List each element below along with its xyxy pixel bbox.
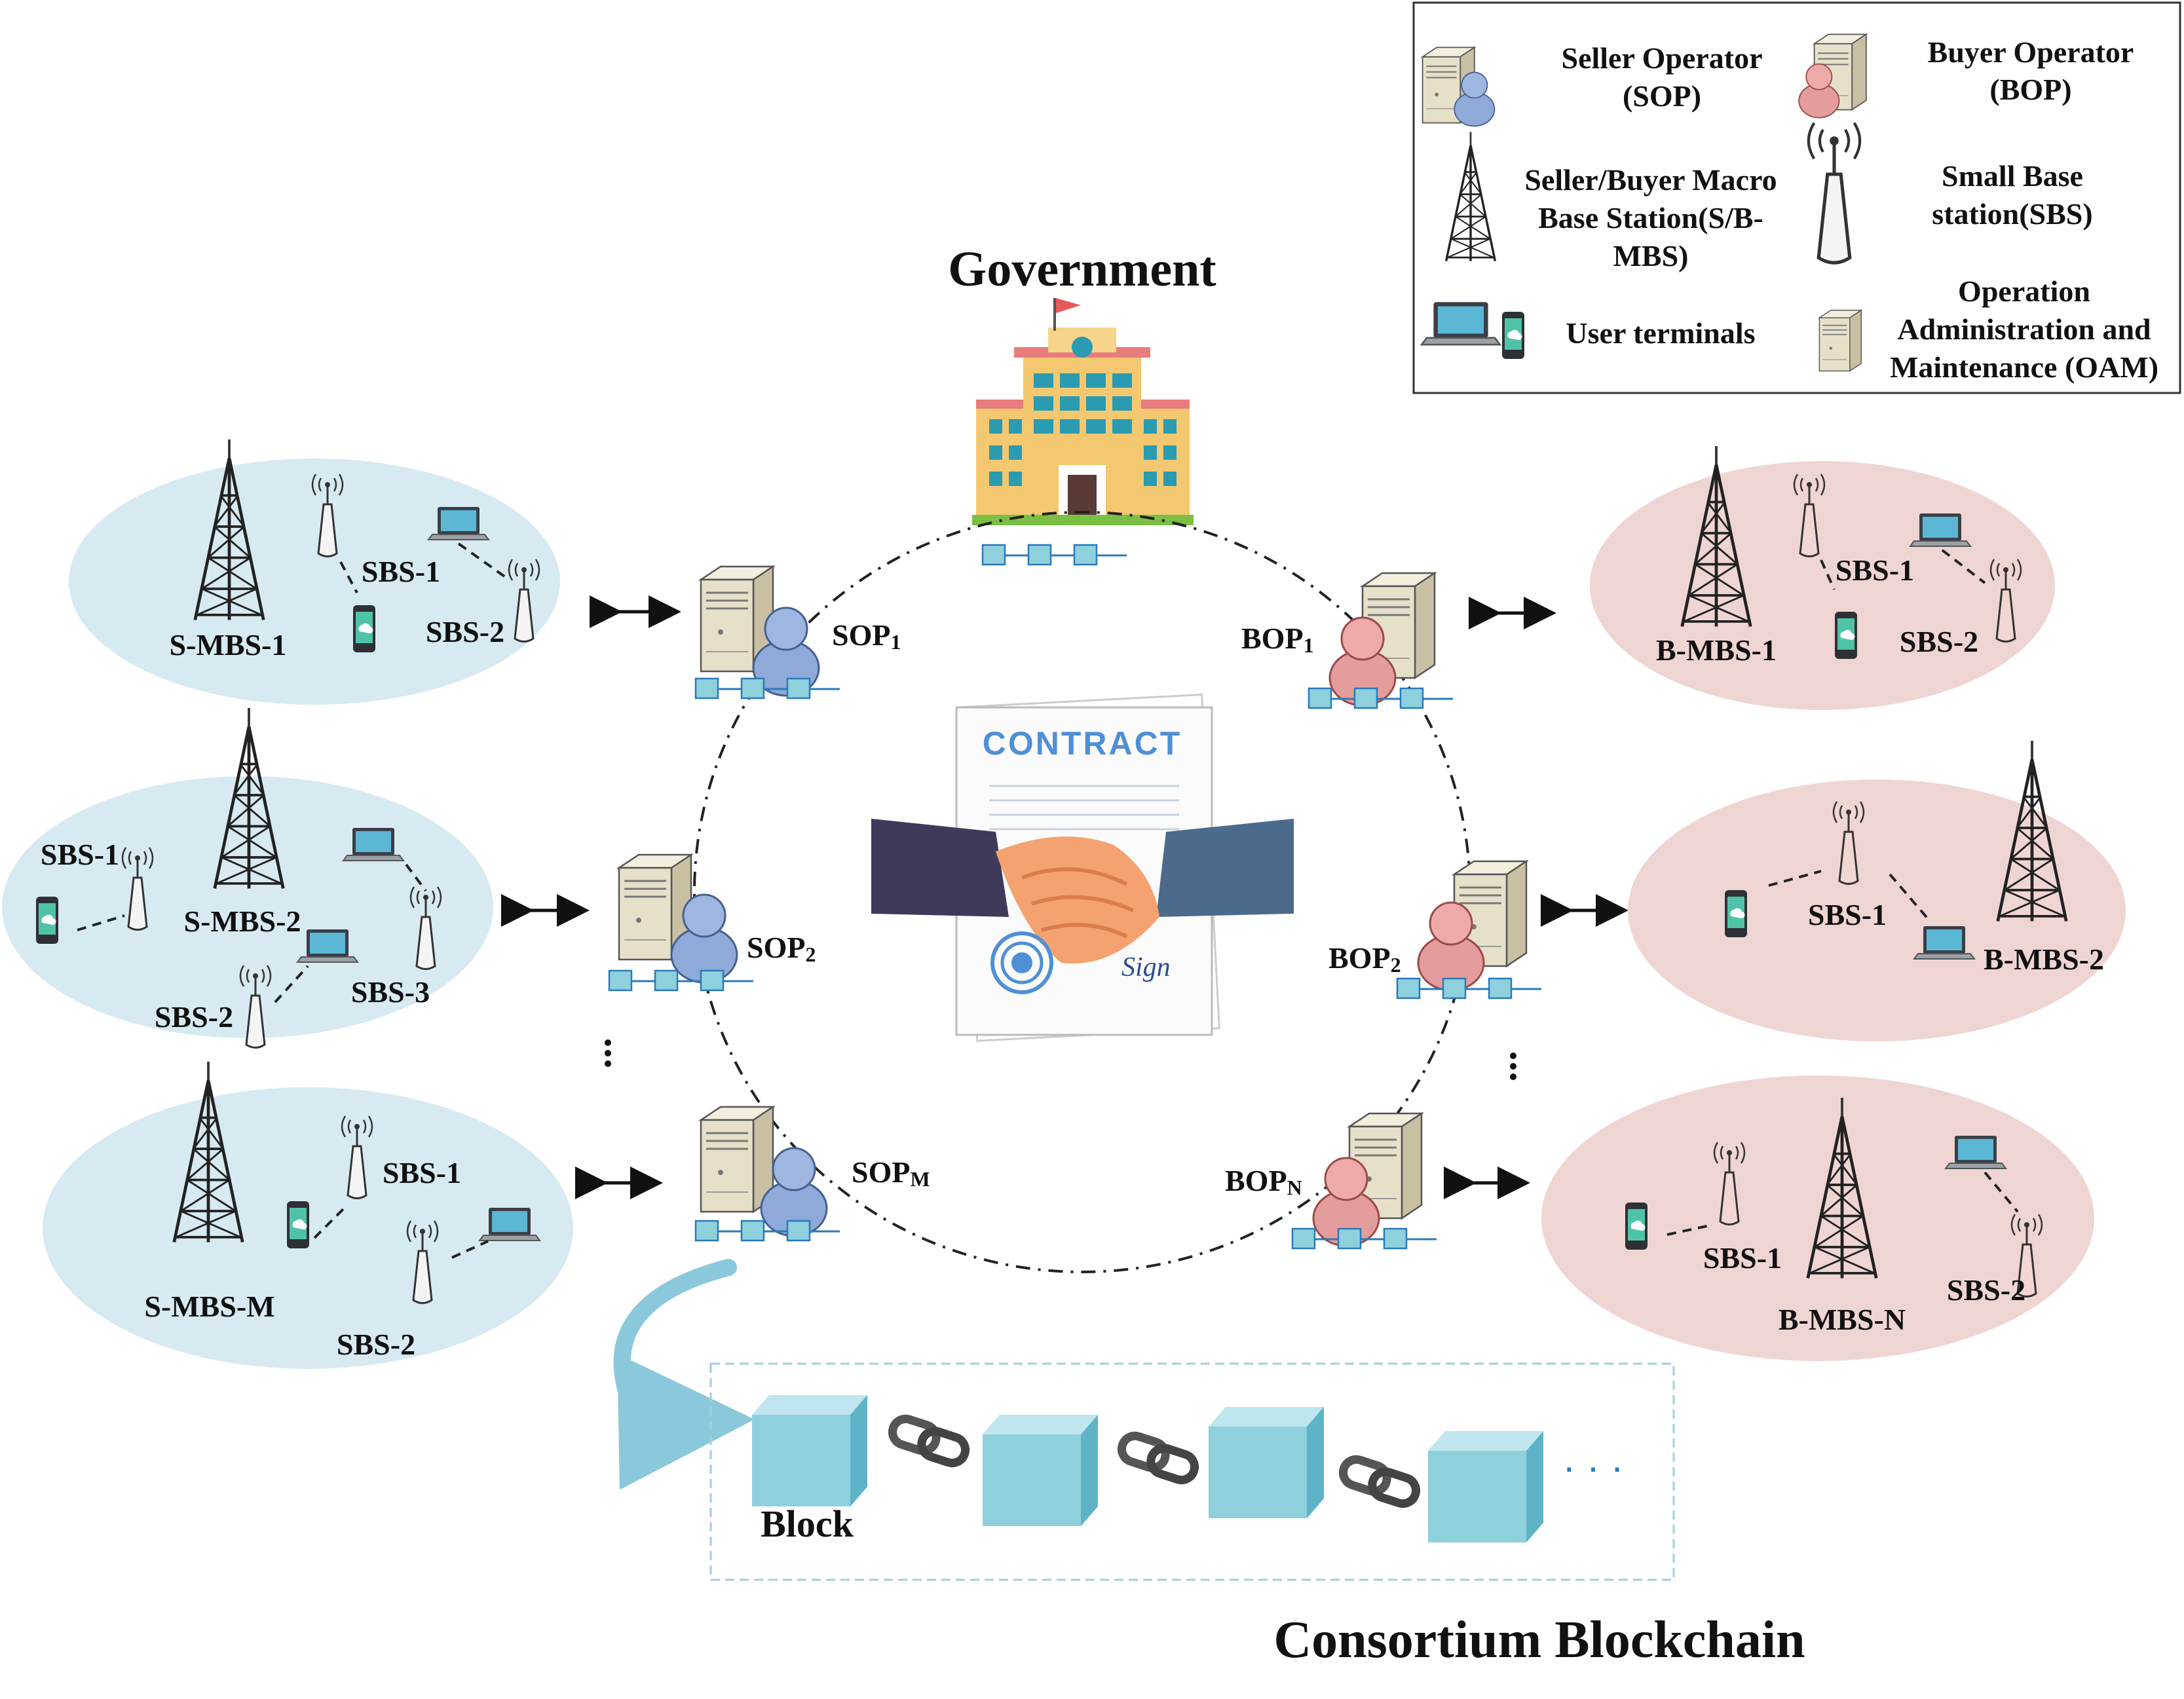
bopn-label: BOP <box>1225 1164 1287 1197</box>
link-2-icon <box>1118 1432 1197 1484</box>
bop1-label: BOP <box>1241 622 1304 655</box>
legend-oam-line1: Operation <box>1958 274 2090 308</box>
block-4 <box>1428 1431 1543 1542</box>
legend: Seller Operator (SOP) Buyer Operator (BO… <box>1412 1 2181 394</box>
cluster-b2: B-MBS-2 SBS-1 <box>1628 741 2126 1041</box>
b2-sbs1: SBS-1 <box>1808 898 1887 931</box>
bn-sbs2: SBS-2 <box>1947 1273 2025 1307</box>
cluster-s2: S-MBS-2 SBS-1 SBS-2 SBS-3 <box>2 708 493 1049</box>
double-arrows <box>501 595 1629 1199</box>
ellipsis-right-icon <box>1510 1053 1516 1080</box>
s1-sbs2: SBS-2 <box>426 615 504 648</box>
svg-text:BOP2: BOP2 <box>1328 941 1401 977</box>
consortium-title: Consortium Blockchain <box>1273 1611 1805 1669</box>
contract-heading: CONTRACT <box>983 725 1182 762</box>
curved-arrow-icon <box>613 1259 755 1490</box>
sopm-sub: M <box>910 1167 930 1191</box>
link-3-icon <box>1340 1456 1419 1507</box>
bop1-node: BOP1 <box>1241 572 1454 709</box>
legend-bop-line1: Buyer Operator <box>1928 35 2134 69</box>
chain-ellipsis: · · · <box>1562 1445 1623 1489</box>
bop2-sub: 2 <box>1391 953 1401 977</box>
government-chain <box>981 544 1128 566</box>
sm-sbs2: SBS-2 <box>337 1328 415 1361</box>
legend-phone-icon <box>1502 312 1524 359</box>
blockchain-box: · · · Block <box>709 1362 1675 1581</box>
svg-text:SOP2: SOP2 <box>747 931 816 966</box>
bn-sbs1: SBS-1 <box>1703 1241 1782 1275</box>
bn-mbs: B-MBS-N <box>1779 1303 1906 1336</box>
sop2-label: SOP <box>747 931 805 964</box>
svg-text:SOP1: SOP1 <box>832 618 901 654</box>
s2-sbs3: SBS-3 <box>351 975 430 1009</box>
sm-sbs1: SBS-1 <box>383 1156 461 1189</box>
s2-sbs1: SBS-1 <box>41 838 119 871</box>
legend-oam-line3: Maintenance (OAM) <box>1890 350 2158 384</box>
ellipsis-left-icon <box>605 1039 611 1067</box>
block-label: Block <box>761 1503 854 1545</box>
svg-text:BOPN: BOPN <box>1225 1164 1302 1199</box>
government-building-icon <box>972 298 1194 525</box>
b2-mbs: B-MBS-2 <box>1984 943 2104 976</box>
legend-mbs-line1: Seller/Buyer Macro <box>1524 163 1777 196</box>
block-1 <box>752 1395 867 1506</box>
cluster-b1: B-MBS-1 SBS-1 SBS-2 <box>1590 446 2055 710</box>
legend-sop-line2: (SOP) <box>1623 79 1701 113</box>
legend-mbs-line3: MBS) <box>1613 239 1689 272</box>
b1-mbs: B-MBS-1 <box>1656 633 1777 667</box>
legend-oam-line2: Administration and <box>1897 312 2151 346</box>
sop2-sub: 2 <box>805 943 816 966</box>
sm-mbs: S-MBS-M <box>144 1290 274 1323</box>
bop2-node: BOP2 <box>1328 860 1543 999</box>
legend-bop-line2: (BOP) <box>1989 73 2071 106</box>
contract-sign: Sign <box>1121 952 1171 982</box>
cluster-bn: B-MBS-N SBS-1 SBS-2 <box>1541 1075 2094 1361</box>
s2-sbs2: SBS-2 <box>155 1000 233 1034</box>
government-title: Government <box>948 242 1216 297</box>
sop1-node: SOP1 <box>694 565 901 700</box>
sop2-node: SOP2 <box>608 853 816 992</box>
b1-sbs1: SBS-1 <box>1836 553 1914 587</box>
contract-handshake-icon: CONTRACT Sign <box>871 693 1294 1042</box>
bop2-label: BOP <box>1328 941 1391 975</box>
sopm-node: SOPM <box>694 1106 930 1242</box>
svg-text:SOPM: SOPM <box>852 1155 930 1191</box>
s1-mbs: S-MBS-1 <box>170 628 287 662</box>
legend-mbs-line2: Base Station(S/B- <box>1538 201 1763 234</box>
cluster-s1: S-MBS-1 SBS-1 SBS-2 <box>69 439 560 705</box>
legend-sbs-line2: station(SBS) <box>1932 197 2092 231</box>
legend-sbs-line1: Small Base <box>1942 159 2083 193</box>
sop1-label: SOP <box>832 618 890 652</box>
block-2 <box>983 1415 1098 1526</box>
bopn-sub: N <box>1287 1176 1302 1199</box>
cluster-sm: S-MBS-M SBS-1 SBS-2 <box>43 1062 573 1369</box>
sop1-sub: 1 <box>890 630 901 654</box>
link-1-icon <box>889 1415 968 1466</box>
bop1-sub: 1 <box>1304 633 1314 657</box>
sopm-label: SOP <box>852 1155 910 1189</box>
b1-sbs2: SBS-2 <box>1900 625 1978 658</box>
bopn-node: BOPN <box>1225 1112 1438 1250</box>
svg-text:BOP1: BOP1 <box>1241 622 1314 657</box>
s2-mbs: S-MBS-2 <box>184 905 301 938</box>
s1-sbs1: SBS-1 <box>362 555 440 588</box>
legend-ut: User terminals <box>1566 316 1755 350</box>
legend-sop-line1: Seller Operator <box>1562 41 1763 75</box>
block-3 <box>1209 1407 1324 1518</box>
legend-oam-icon <box>1818 309 1862 372</box>
